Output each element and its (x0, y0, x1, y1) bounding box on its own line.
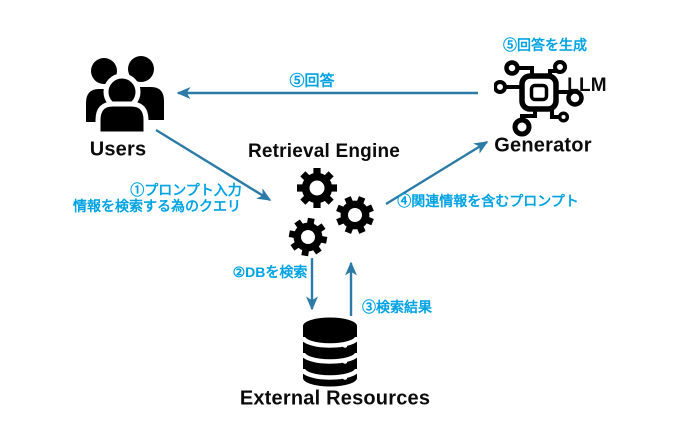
database-body (303, 317, 357, 387)
llm-label: LLM (567, 75, 607, 96)
users-icon (86, 56, 164, 137)
gears-icon (286, 165, 377, 259)
chip-core (529, 83, 549, 102)
external-resources-label: External Resources (239, 387, 431, 410)
step3-label: ③検索結果 (362, 299, 432, 315)
step5-annotation: ⑤回答を生成 (503, 37, 587, 53)
retrieval-engine-label: Retrieval Engine (247, 141, 401, 162)
database-dividers (302, 336, 358, 380)
prompt-input-arrow (155, 128, 272, 202)
chip-body (519, 73, 559, 112)
gear-top-left (294, 165, 340, 211)
chip-nodes (494, 60, 584, 137)
user-back-left-head (91, 58, 117, 84)
gear-right (333, 193, 377, 237)
database-lights (342, 343, 348, 380)
augmented-prompt-arrow (385, 140, 489, 206)
gear-bottom-left (286, 215, 330, 259)
llm-chip-icon (494, 60, 584, 137)
step4-label: ④関連情報を含むプロンプト (397, 193, 579, 209)
step1-label-line2: 情報を検索する為のクエリ (73, 198, 241, 214)
user-back-right-head (128, 56, 154, 82)
user-front-body (95, 101, 149, 137)
generator-label: Generator (494, 134, 592, 157)
step1-label-line1: ①プロンプト入力 (130, 182, 242, 198)
users-label: Users (89, 138, 147, 161)
database-icon (302, 317, 358, 387)
step2-label: ②DBを検索 (232, 264, 308, 280)
step5-label: ⑤回答 (289, 72, 335, 90)
